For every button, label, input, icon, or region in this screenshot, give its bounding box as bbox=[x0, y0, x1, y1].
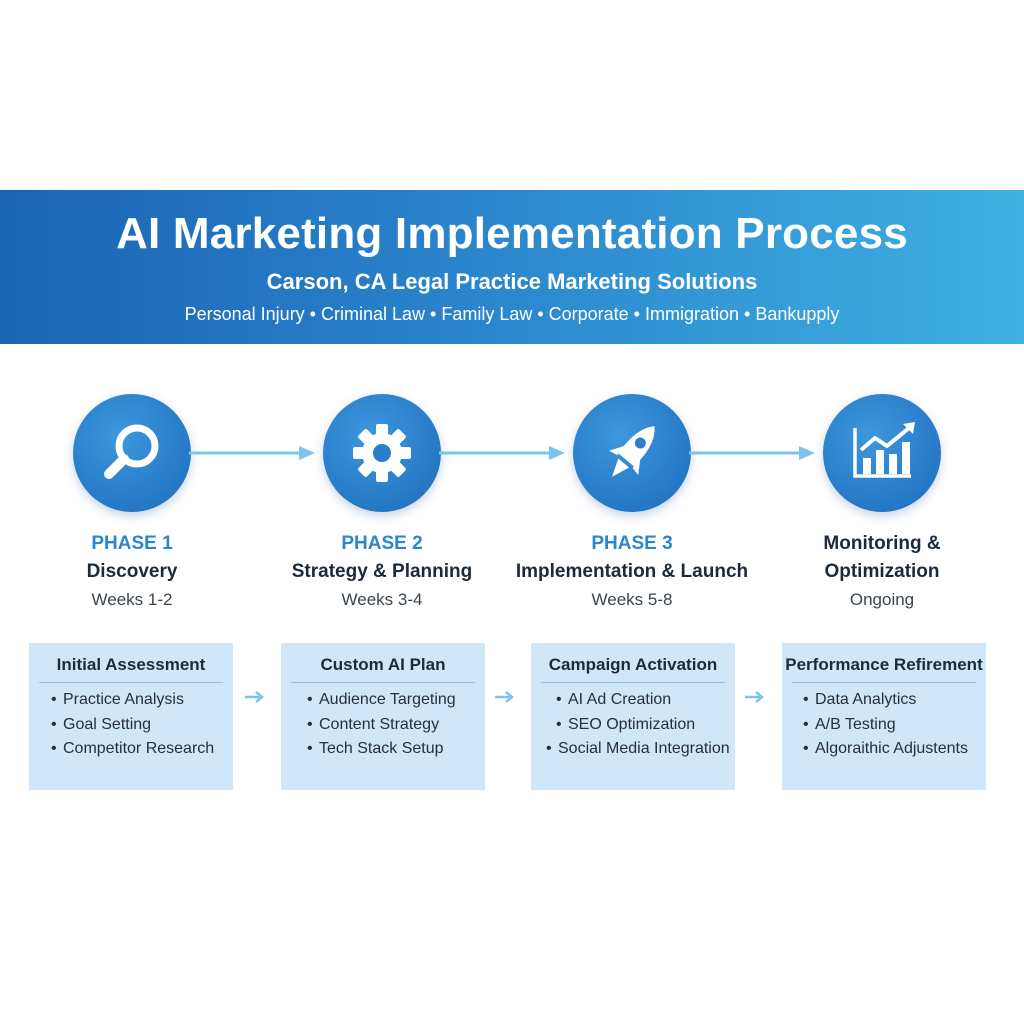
phase-number: PHASE 2 bbox=[341, 533, 423, 554]
magnifying-glass-icon bbox=[104, 424, 159, 479]
phase-name: Monitoring & bbox=[823, 533, 941, 554]
phase-name: Discovery bbox=[86, 561, 178, 582]
list-item: Social Media Integration bbox=[546, 737, 735, 762]
arrow-phase-3-to-4 bbox=[689, 444, 817, 462]
card-title: Initial Assessment bbox=[56, 655, 206, 674]
list-item: Practice Analysis bbox=[51, 688, 233, 713]
phase-timeframe: Weeks 3-4 bbox=[341, 590, 423, 609]
list-item: Audience Targeting bbox=[307, 688, 485, 713]
phase-4-circle bbox=[823, 394, 941, 512]
card-title: Campaign Activation bbox=[548, 655, 718, 674]
list-item: Data Analytics bbox=[803, 688, 986, 713]
phase-timeframe: Ongoing bbox=[849, 590, 915, 609]
card-title: Performance Refirement bbox=[785, 655, 983, 674]
arrow-phase-2-to-3 bbox=[439, 444, 567, 462]
practice-areas: Personal Injury • Criminal Law • Family … bbox=[184, 304, 840, 324]
phase-name: Implementation & Launch bbox=[515, 561, 749, 582]
header-banner: AI Marketing Implementation Process Cars… bbox=[0, 190, 1024, 344]
phase-timeframe: Weeks 5-8 bbox=[591, 590, 673, 609]
phase-1-circle bbox=[73, 394, 191, 512]
card-campaign-activation: Campaign Activation AI Ad Creation SEO O… bbox=[531, 643, 735, 790]
arrow-phase-1-to-2 bbox=[189, 444, 317, 462]
phase-2-label: PHASE 2 Strategy & Planning Weeks 3-4 bbox=[257, 530, 507, 614]
list-item: SEO Optimization bbox=[546, 713, 735, 738]
phase-3-label: PHASE 3 Implementation & Launch Weeks 5-… bbox=[507, 530, 757, 614]
small-arrow-3 bbox=[744, 689, 766, 705]
list-item: AI Ad Creation bbox=[546, 688, 735, 713]
card-divider bbox=[39, 682, 223, 683]
phase-timeframe: Weeks 1-2 bbox=[91, 590, 173, 609]
phase-name-line-2: Optimization bbox=[824, 561, 940, 582]
phase-3-circle bbox=[573, 394, 691, 512]
card-list: Data Analytics A/B Testing Algoraithic A… bbox=[782, 688, 986, 762]
small-arrow-1 bbox=[244, 689, 266, 705]
card-custom-ai-plan: Custom AI Plan Audience Targeting Conten… bbox=[281, 643, 485, 790]
phase-number: PHASE 3 bbox=[591, 533, 673, 554]
card-initial-assessment: Initial Assessment Practice Analysis Goa… bbox=[29, 643, 233, 790]
card-list: Audience Targeting Content Strategy Tech… bbox=[281, 688, 485, 762]
card-list: Practice Analysis Goal Setting Competito… bbox=[29, 688, 233, 762]
phase-number: PHASE 1 bbox=[91, 533, 173, 554]
list-item: Content Strategy bbox=[307, 713, 485, 738]
list-item: Competitor Research bbox=[51, 737, 233, 762]
card-title: Custom AI Plan bbox=[320, 655, 446, 674]
growth-chart-icon bbox=[853, 422, 915, 478]
list-item: Algoraithic Adjustents bbox=[803, 737, 986, 762]
page-title: AI Marketing Implementation Process bbox=[116, 209, 908, 258]
phase-name: Strategy & Planning bbox=[291, 561, 473, 582]
phase-1-label: PHASE 1 Discovery Weeks 1-2 bbox=[7, 530, 257, 614]
card-divider bbox=[291, 682, 475, 683]
rocket-icon bbox=[609, 426, 655, 477]
list-item: Tech Stack Setup bbox=[307, 737, 485, 762]
card-divider bbox=[792, 682, 976, 683]
list-item: A/B Testing bbox=[803, 713, 986, 738]
phase-2-circle bbox=[323, 394, 441, 512]
phase-4-label: Monitoring & Optimization Ongoing bbox=[757, 530, 1007, 614]
card-list: AI Ad Creation SEO Optimization Social M… bbox=[531, 688, 735, 762]
page-subtitle: Carson, CA Legal Practice Marketing Solu… bbox=[266, 269, 758, 294]
list-item: Goal Setting bbox=[51, 713, 233, 738]
card-performance-refinement: Performance Refirement Data Analytics A/… bbox=[782, 643, 986, 790]
gear-icon bbox=[353, 424, 411, 482]
card-divider bbox=[541, 682, 725, 683]
small-arrow-2 bbox=[494, 689, 516, 705]
